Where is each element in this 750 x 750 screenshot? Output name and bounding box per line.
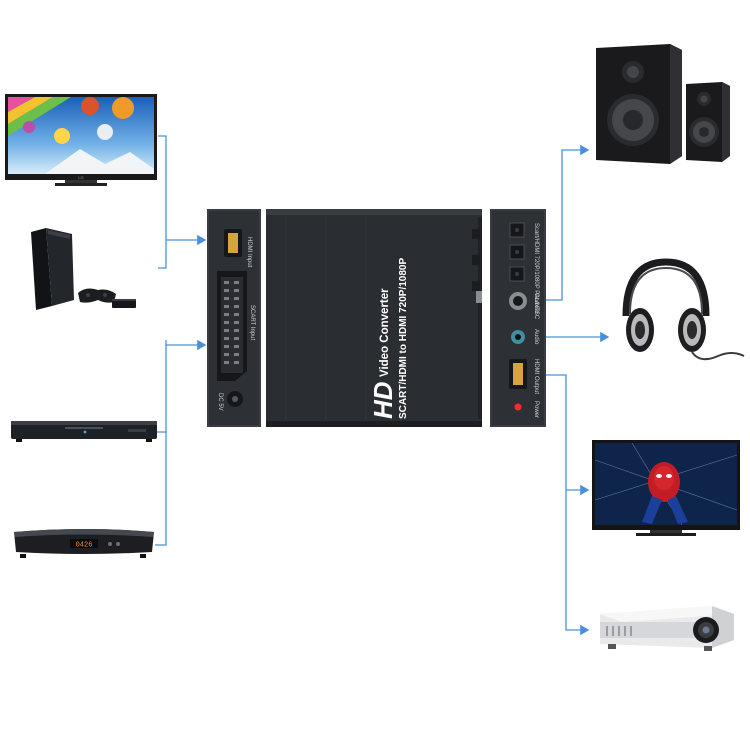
converter-box [266,209,482,427]
set-top-box: 0426 [10,526,156,562]
left-top-bracket [158,135,167,269]
hdmi-input-port [224,229,242,257]
converter-output-panel: Scart/HDMI 720P/1080P PAL/NTSC Coaxial A… [490,209,546,427]
converter-text-layer: HD Video Converter SCART/HDMI to HDMI 72… [274,209,480,427]
bluray-player [10,418,158,444]
game-console [28,228,143,314]
projector [594,600,740,654]
hdmi-output-port [509,359,527,389]
hdmi-output-label: HDMI Output [533,359,539,394]
converter-input-panel: HDMI Input SCART Input [207,209,261,427]
switch-labels: Scart/HDMI 720P/1080P PAL/NTSC [533,223,539,320]
input-tv: LG [5,94,157,190]
power-led [514,403,522,411]
dc-input-label: DC 5V [217,393,223,411]
scart-input-port [217,271,247,381]
converter-subtitle: SCART/HDMI to HDMI 720P/1080P [398,258,409,419]
coaxial-output-port [509,292,527,310]
audio-label: Audio [533,329,539,345]
speakers [596,44,732,166]
converter-title: Video Converter [379,288,391,377]
set-top-box-display: 0426 [76,542,93,550]
hdmi-input-label: HDMI Input [246,237,252,268]
dc-power-jack [227,391,243,407]
scart-input-label: SCART Input [249,305,255,340]
output-tv [592,440,740,540]
tv-brand-logo: LG [78,175,83,180]
audio-output-port [511,330,525,344]
coaxial-label: Coaxial [533,293,539,313]
headphones [604,256,748,366]
converter-logo: HD [368,381,398,419]
left-bottom-bracket [155,431,167,546]
power-label: Power [533,401,539,418]
